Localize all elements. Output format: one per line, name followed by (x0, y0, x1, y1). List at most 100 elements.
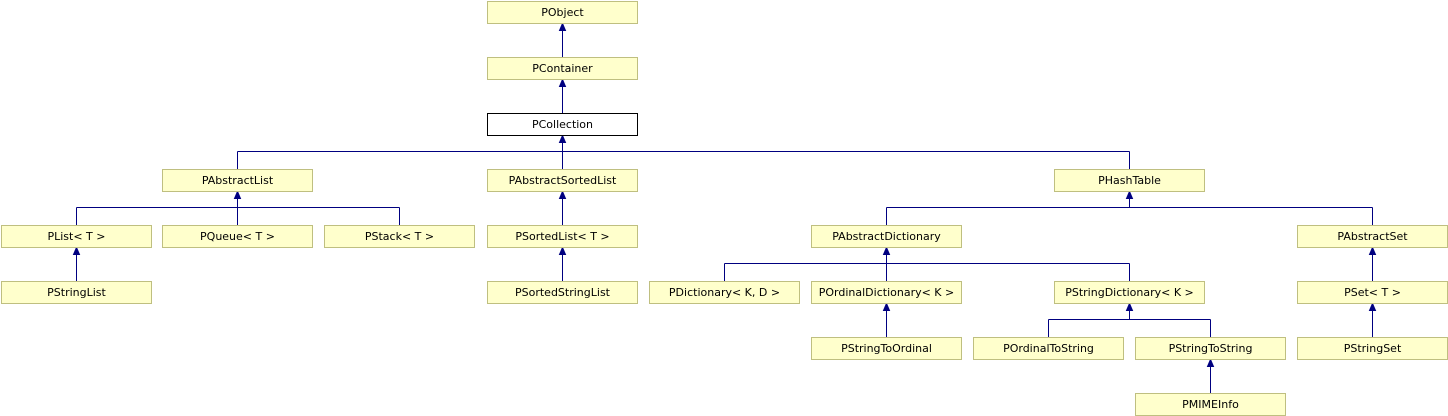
class-node-p-stack[interactable]: PStack< T > (324, 225, 475, 248)
class-node-p-string-list[interactable]: PStringList (1, 281, 152, 304)
class-node-label: PHashTable (1098, 174, 1161, 187)
inheritance-edge-p-abstract-set (1368, 246, 1377, 281)
class-node-p-sorted-string-list[interactable]: PSortedStringList (487, 281, 638, 304)
class-node-label: PStringSet (1344, 342, 1402, 355)
class-node-label: PMIMEInfo (1182, 398, 1239, 411)
inheritance-edge-p-abstract-list (76, 190, 400, 225)
class-node-p-string-set[interactable]: PStringSet (1297, 337, 1448, 360)
class-node-p-container[interactable]: PContainer (487, 57, 638, 80)
class-node-box (1054, 169, 1205, 192)
inheritance-edge-p-sorted-list (558, 246, 567, 281)
inheritance-edge-p-set (1368, 302, 1377, 337)
edge-line (1048, 309, 1211, 337)
class-node-label: PAbstractSortedList (509, 174, 617, 187)
inheritance-arrowhead (1368, 246, 1377, 255)
class-node-label: PSortedStringList (515, 286, 611, 299)
inheritance-arrowhead (72, 246, 81, 255)
class-node-label: PQueue< T > (200, 230, 275, 243)
inheritance-edge-p-ordinal-dictionary (882, 302, 891, 337)
class-node-label: POrdinalDictionary< K > (819, 286, 955, 299)
class-node-box (162, 169, 313, 192)
edge-line (76, 197, 400, 225)
class-node-label: PSet< T > (1344, 286, 1401, 299)
class-node-box (1135, 337, 1286, 360)
inheritance-edge-p-collection (237, 134, 1130, 169)
class-node-label: PContainer (532, 62, 593, 75)
class-node-box (811, 225, 962, 248)
class-node-p-string-to-string[interactable]: PStringToString (1135, 337, 1286, 360)
class-node-p-collection: PCollection (487, 113, 638, 136)
class-node-box (1, 281, 152, 304)
inheritance-arrowhead (1125, 190, 1134, 199)
class-node-box (811, 281, 962, 304)
class-node-box (811, 337, 962, 360)
class-node-label: PStringList (47, 286, 106, 299)
inheritance-arrowhead (1125, 302, 1134, 311)
inheritance-arrowhead (233, 190, 242, 199)
edge-line (886, 197, 1373, 225)
class-node-p-abstract-set[interactable]: PAbstractSet (1297, 225, 1448, 248)
class-node-box (487, 57, 638, 80)
inheritance-edge-p-hash-table (886, 190, 1373, 225)
class-node-label: PCollection (532, 118, 593, 131)
class-node-p-ordinal-dictionary[interactable]: POrdinalDictionary< K > (811, 281, 962, 304)
class-node-label: PStack< T > (365, 230, 434, 243)
class-node-label: PStringToString (1169, 342, 1253, 355)
inheritance-edge-p-object (558, 22, 567, 57)
class-node-p-object[interactable]: PObject (487, 1, 638, 24)
class-node-label: PAbstractDictionary (832, 230, 941, 243)
class-node-p-abstract-dictionary[interactable]: PAbstractDictionary (811, 225, 962, 248)
class-node-box (649, 281, 800, 304)
class-node-p-set[interactable]: PSet< T > (1297, 281, 1448, 304)
class-node-label: PList< T > (47, 230, 105, 243)
inheritance-edge-p-container (558, 78, 567, 113)
class-node-pmime-info[interactable]: PMIMEInfo (1135, 393, 1286, 416)
inheritance-arrowhead (558, 22, 567, 31)
inheritance-arrowhead (1206, 358, 1215, 367)
inheritance-edge-p-abstract-sorted-list (558, 190, 567, 225)
class-node-p-queue[interactable]: PQueue< T > (162, 225, 313, 248)
inheritance-arrowhead (558, 134, 567, 143)
class-node-box (487, 169, 638, 192)
edge-line (237, 141, 1130, 169)
inheritance-arrowhead (558, 190, 567, 199)
class-node-p-sorted-list[interactable]: PSortedList< T > (487, 225, 638, 248)
inheritance-arrowhead (558, 246, 567, 255)
class-node-box (487, 1, 638, 24)
class-node-box (487, 281, 638, 304)
class-node-p-string-dictionary[interactable]: PStringDictionary< K > (1054, 281, 1205, 304)
inheritance-arrowhead (558, 78, 567, 87)
inheritance-edge-p-abstract-dictionary (724, 246, 1130, 281)
class-node-p-ordinal-to-string[interactable]: POrdinalToString (973, 337, 1124, 360)
class-node-box (324, 225, 475, 248)
class-node-box (973, 337, 1124, 360)
inheritance-edge-p-list (72, 246, 81, 281)
inheritance-arrowhead (882, 246, 891, 255)
class-node-p-dictionary[interactable]: PDictionary< K, D > (649, 281, 800, 304)
inheritance-arrowhead (1368, 302, 1377, 311)
class-node-label: PStringToOrdinal (841, 342, 932, 355)
class-node-box (162, 225, 313, 248)
class-node-label: PSortedList< T > (515, 230, 609, 243)
inheritance-edge-p-string-to-string (1206, 358, 1215, 393)
class-node-label: PStringDictionary< K > (1065, 286, 1194, 299)
class-node-p-abstract-list[interactable]: PAbstractList (162, 169, 313, 192)
class-node-p-string-to-ordinal[interactable]: PStringToOrdinal (811, 337, 962, 360)
class-node-p-list[interactable]: PList< T > (1, 225, 152, 248)
class-node-p-hash-table[interactable]: PHashTable (1054, 169, 1205, 192)
class-node-box (1, 225, 152, 248)
class-node-p-abstract-sorted-list[interactable]: PAbstractSortedList (487, 169, 638, 192)
inheritance-edge-p-string-dictionary (1048, 302, 1211, 337)
class-node-label: PAbstractSet (1337, 230, 1408, 243)
class-node-box (487, 225, 638, 248)
inheritance-arrowhead (882, 302, 891, 311)
class-node-label: PObject (541, 6, 584, 19)
class-node-label: PAbstractList (202, 174, 274, 187)
class-node-label: POrdinalToString (1003, 342, 1094, 355)
class-node-box (487, 113, 638, 136)
class-node-label: PDictionary< K, D > (669, 286, 780, 299)
edge-line (724, 253, 1130, 281)
inheritance-edges (72, 22, 1377, 393)
